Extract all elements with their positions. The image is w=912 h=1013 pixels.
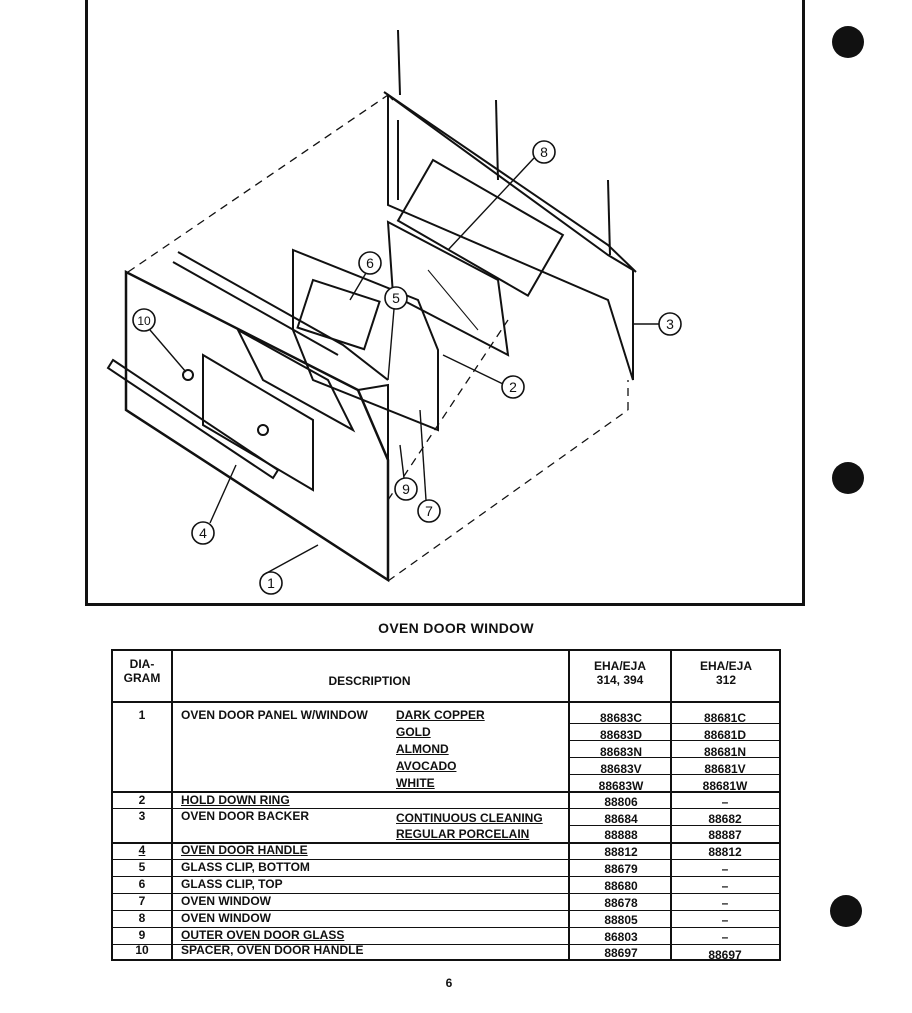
header-diagram: DIA- GRAM <box>113 657 171 685</box>
row-diagram-number: 5 <box>138 860 146 874</box>
row-diagram-number: 6 <box>138 877 146 891</box>
header-diagram-line1: DIA- <box>129 657 155 671</box>
row-part-number-a: 88679 <box>604 862 638 876</box>
row-diagram-number: 1 <box>138 708 146 722</box>
header-col-b-line2: 312 <box>715 673 737 687</box>
callout-6: 6 <box>366 255 374 271</box>
callout-4: 4 <box>199 525 207 541</box>
page-number: 6 <box>445 976 453 990</box>
row-description: OUTER OVEN DOOR GLASS <box>181 928 345 942</box>
row-part-number-b: 88682 <box>708 812 742 826</box>
row-diagram-number: 8 <box>138 911 146 925</box>
callout-8: 8 <box>540 144 548 160</box>
header-col-b-line1: EHA/EJA <box>699 659 752 673</box>
row-part-number-b: – <box>721 930 729 944</box>
row-diagram-number: 9 <box>138 928 146 942</box>
row-part-number-b: – <box>721 879 729 893</box>
binder-hole-middle <box>832 462 864 494</box>
row-part-number-a: 88683W <box>598 779 644 793</box>
row-part-number-b: – <box>721 862 729 876</box>
row-diagram-number: 2 <box>138 793 146 807</box>
row-part-number-b: – <box>721 913 729 927</box>
row-part-number-b: 88681N <box>703 745 747 759</box>
row-variant: GOLD <box>396 725 431 739</box>
row-part-number-b: 88887 <box>708 828 742 842</box>
row-variant: DARK COPPER <box>396 708 485 722</box>
binder-hole-bottom <box>830 895 862 927</box>
header-col-a-line1: EHA/EJA <box>593 659 646 673</box>
row-variant: REGULAR PORCELAIN <box>396 827 530 841</box>
row-variant: ALMOND <box>396 742 449 756</box>
exploded-view-drawing: 1 2 3 4 5 6 7 8 9 10 <box>106 29 682 595</box>
row-part-number-a: 88680 <box>604 879 638 893</box>
header-description: DESCRIPTION <box>328 674 411 688</box>
header-diagram-line2: GRAM <box>123 671 161 685</box>
callout-10: 10 <box>137 314 151 328</box>
callout-7: 7 <box>425 503 433 519</box>
header-col-a: EHA/EJA 314, 394 <box>570 659 670 687</box>
row-part-number-a: 88812 <box>604 845 638 859</box>
callout-3: 3 <box>666 316 674 332</box>
diagram-caption: OVEN DOOR WINDOW <box>378 620 534 636</box>
row-description: GLASS CLIP, TOP <box>181 877 283 891</box>
binder-hole-top <box>832 26 864 58</box>
row-part-number-b: 88697 <box>708 948 742 962</box>
callout-5: 5 <box>392 290 400 306</box>
row-part-number-b: 88681W <box>702 779 748 793</box>
row-variant: WHITE <box>396 776 435 790</box>
row-description: HOLD DOWN RING <box>181 793 290 807</box>
row-part-number-a: 88697 <box>604 946 638 960</box>
row-description: SPACER, OVEN DOOR HANDLE <box>181 943 364 957</box>
row-description: GLASS CLIP, BOTTOM <box>181 860 310 874</box>
row-part-number-a: 88806 <box>604 795 638 809</box>
row-description: OVEN WINDOW <box>181 911 271 925</box>
row-part-number-a: 88683N <box>599 745 643 759</box>
row-description: OVEN DOOR BACKER <box>181 809 310 823</box>
row-diagram-number: 10 <box>135 943 149 957</box>
row-part-number-a: 88888 <box>604 828 638 842</box>
row-part-number-b: 88812 <box>708 845 742 859</box>
callout-9: 9 <box>402 481 410 497</box>
row-diagram-number: 4 <box>138 843 146 857</box>
row-part-number-b: 88681D <box>703 728 747 742</box>
row-variant: CONTINUOUS CLEANING <box>396 811 543 825</box>
row-part-number-a: 88683D <box>599 728 643 742</box>
header-col-a-line2: 314, 394 <box>596 673 644 687</box>
parts-table: DIA- GRAM DESCRIPTION EHA/EJA 314, 394 E… <box>111 649 781 962</box>
exploded-diagram: 1 2 3 4 5 6 7 8 9 10 <box>85 0 805 606</box>
row-variant: AVOCADO <box>396 759 457 773</box>
row-description: OVEN DOOR PANEL W/WINDOW <box>181 708 368 722</box>
row-diagram-number: 3 <box>138 809 146 823</box>
row-part-number-a: 88678 <box>604 896 638 910</box>
row-part-number-b: – <box>721 795 729 809</box>
row-description: OVEN WINDOW <box>181 894 271 908</box>
row-part-number-a: 88684 <box>604 812 638 826</box>
header-col-b: EHA/EJA 312 <box>672 659 780 687</box>
row-part-number-b: – <box>721 896 729 910</box>
row-diagram-number: 7 <box>138 894 146 908</box>
callout-1: 1 <box>267 575 275 591</box>
row-part-number-a: 88683C <box>599 711 643 725</box>
row-part-number-a: 88683V <box>600 762 642 776</box>
row-part-number-a: 88805 <box>604 913 638 927</box>
callout-2: 2 <box>509 379 517 395</box>
row-part-number-a: 86803 <box>604 930 638 944</box>
row-description: OVEN DOOR HANDLE <box>181 843 308 857</box>
row-part-number-b: 88681V <box>704 762 746 776</box>
row-part-number-b: 88681C <box>703 711 747 725</box>
